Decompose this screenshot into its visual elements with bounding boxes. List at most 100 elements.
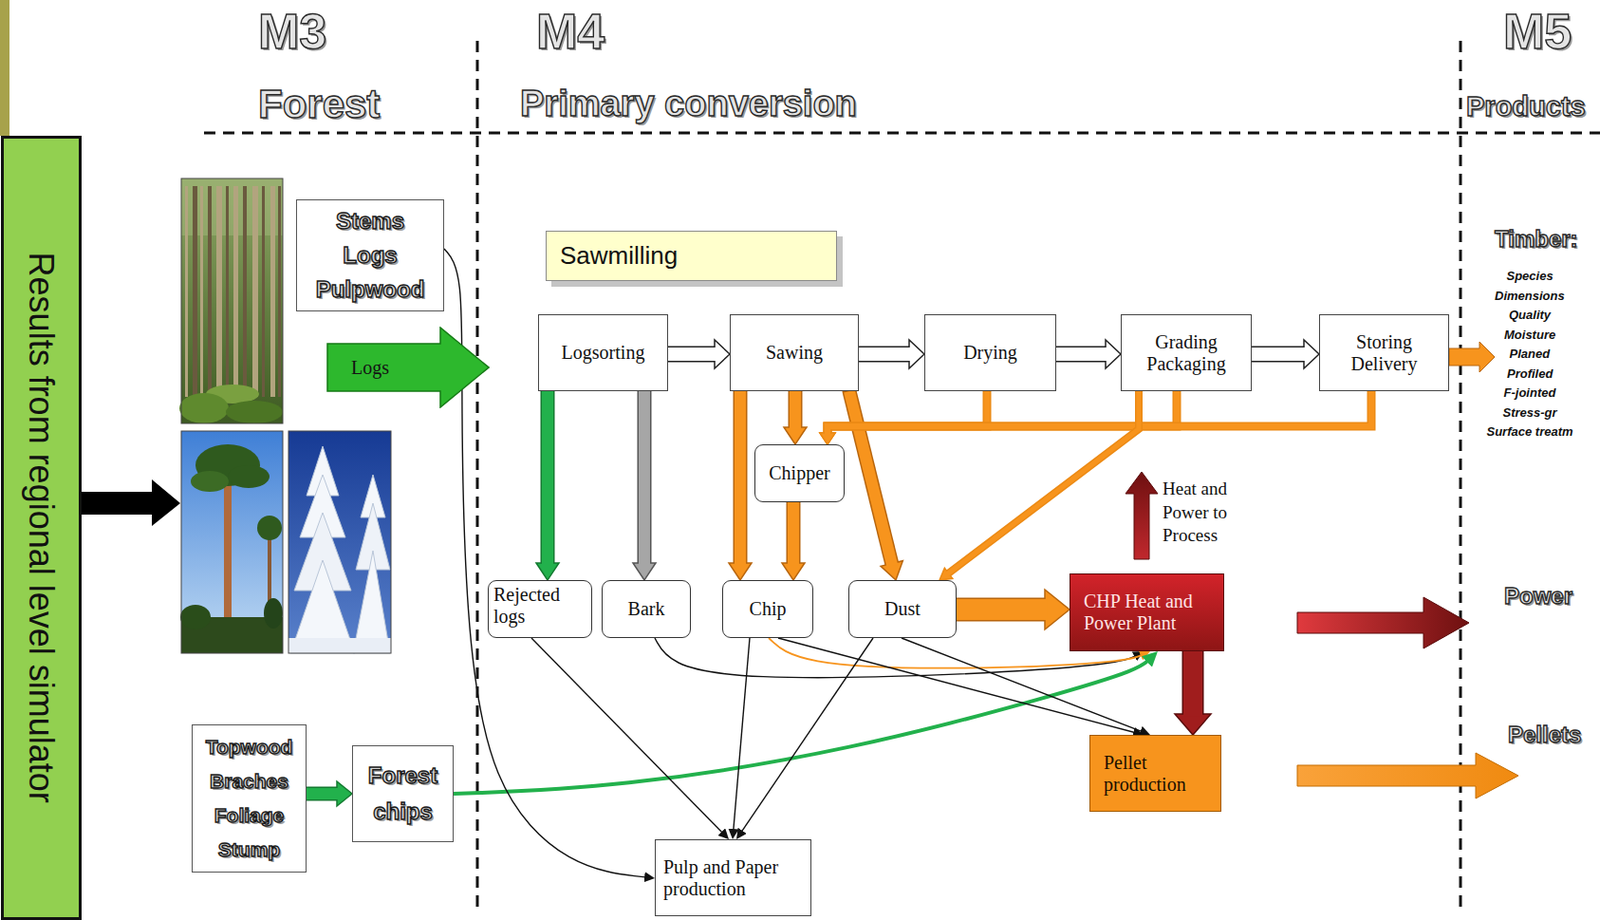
node-text: Rejected logs: [493, 583, 587, 628]
module-number: M5: [1503, 3, 1572, 61]
connector-head: [783, 427, 807, 445]
arrow-outline: [327, 327, 489, 408]
connector-fill: [638, 390, 651, 566]
byproduct-box: Rejected logs: [487, 579, 593, 638]
tree-trunk: [216, 186, 223, 397]
node-text: Braches: [209, 763, 289, 799]
timber-arrow: [1449, 341, 1495, 373]
tree-trunk: [270, 186, 276, 397]
product-list-box: StemsLogsPulpwood: [296, 199, 445, 312]
flow-connector: [819, 390, 1177, 446]
connector-head: [1044, 589, 1070, 630]
timber-property: Planed: [1509, 347, 1551, 362]
module-divider: [476, 40, 480, 909]
node-text: Forest chips: [360, 757, 446, 830]
pine-crown: [227, 465, 270, 488]
node-text: Bark: [628, 597, 666, 620]
tree-trunk: [200, 186, 204, 397]
module-number: M3: [258, 3, 327, 61]
tree-trunk: [192, 186, 198, 397]
connector-fill: [1251, 347, 1307, 361]
connector-fill: [789, 390, 801, 430]
node-text: Pulpwood: [316, 272, 426, 307]
byproduct-box: Chipper: [754, 444, 845, 503]
flow-connector: [740, 637, 874, 834]
tree-trunk: [242, 186, 247, 397]
timber-property: Moisture: [1504, 328, 1556, 343]
spruce-photo: [288, 430, 391, 653]
pine-trunk: [223, 479, 232, 632]
pine-photo: [181, 430, 283, 653]
connector-fill: [306, 787, 340, 800]
flow-connector: [667, 339, 731, 369]
node-text: Chipper: [768, 462, 830, 484]
node-text: Sawing: [765, 341, 823, 364]
connector-head: [632, 562, 656, 580]
product-heading: Pellets: [1507, 721, 1582, 748]
connector-line: [778, 637, 1137, 733]
photo-frame: [288, 430, 391, 653]
heat-arrow: [1125, 471, 1158, 559]
flow-connector: [444, 248, 648, 877]
flow-arrow: Logs: [326, 326, 490, 409]
byproduct-box: Dust: [848, 579, 957, 638]
header-divider: [204, 131, 1600, 135]
bush: [180, 604, 211, 630]
module-heading: Primary conversion: [520, 83, 857, 126]
process-box: Logsorting: [538, 314, 669, 391]
flow-note: Heat and Power to Process: [1162, 477, 1258, 548]
connector-fill: [827, 390, 1372, 436]
node-text: Stump: [218, 832, 280, 867]
connector-line: [733, 637, 750, 832]
connector-line: [768, 637, 1144, 669]
connector-line: [740, 637, 874, 834]
pine-crown: [190, 470, 229, 492]
node-text: CHP Heat and Power Plant: [1083, 590, 1216, 634]
plant-box: CHP Heat and Power Plant: [1069, 573, 1225, 652]
input-arrow: [81, 479, 181, 526]
tree-trunk: [207, 186, 212, 397]
snowy-spruce: [353, 550, 391, 653]
node-text: Logs: [351, 356, 390, 379]
process-box: Storing Delivery: [1319, 314, 1450, 391]
product-heading: Timber:: [1494, 225, 1579, 253]
snow-ground: [288, 637, 391, 653]
simulator-band: Results from regional level simulator: [0, 135, 82, 920]
node-text: Topwood: [205, 729, 294, 764]
node-text: Sawmilling: [559, 241, 678, 271]
process-box: Sawing: [729, 314, 859, 391]
flow-connector: [778, 637, 1137, 733]
node-text: Grading Packaging: [1129, 331, 1244, 375]
timber-property: Surface treatm: [1487, 425, 1574, 440]
connector-line: [531, 637, 725, 835]
tree-trunk: [185, 186, 188, 397]
connector-fill: [956, 598, 1048, 620]
connector-head: [1174, 713, 1211, 735]
node-text: Drying: [963, 341, 1018, 364]
flow-connector: [857, 339, 926, 369]
flow-connector: [728, 390, 752, 581]
flow-connector: [819, 390, 1372, 446]
connector-head: [728, 562, 752, 580]
chips-box: Forest chips: [352, 744, 454, 842]
connector-outline: [948, 390, 1139, 574]
plant-box: Pulp and Paper production: [654, 838, 812, 916]
forest-photo: [181, 178, 283, 424]
module-number: M4: [536, 3, 605, 61]
flow-connector: [783, 390, 807, 446]
tree-trunk: [252, 186, 259, 397]
node-text: Chip: [749, 597, 787, 620]
connector-line: [444, 248, 648, 877]
module-heading: Products: [1466, 91, 1586, 123]
connector-fill: [734, 390, 746, 566]
connector-fill: [1056, 347, 1109, 361]
section-title: Sawmilling: [545, 230, 838, 281]
pellets-arrow: [1297, 752, 1519, 799]
flow-connector: [531, 637, 725, 835]
connector-fill: [849, 390, 893, 566]
flow-connector: [781, 501, 805, 581]
flow-connector: [453, 658, 1151, 794]
connector-line: [654, 637, 1137, 678]
undergrowth: [225, 400, 283, 424]
